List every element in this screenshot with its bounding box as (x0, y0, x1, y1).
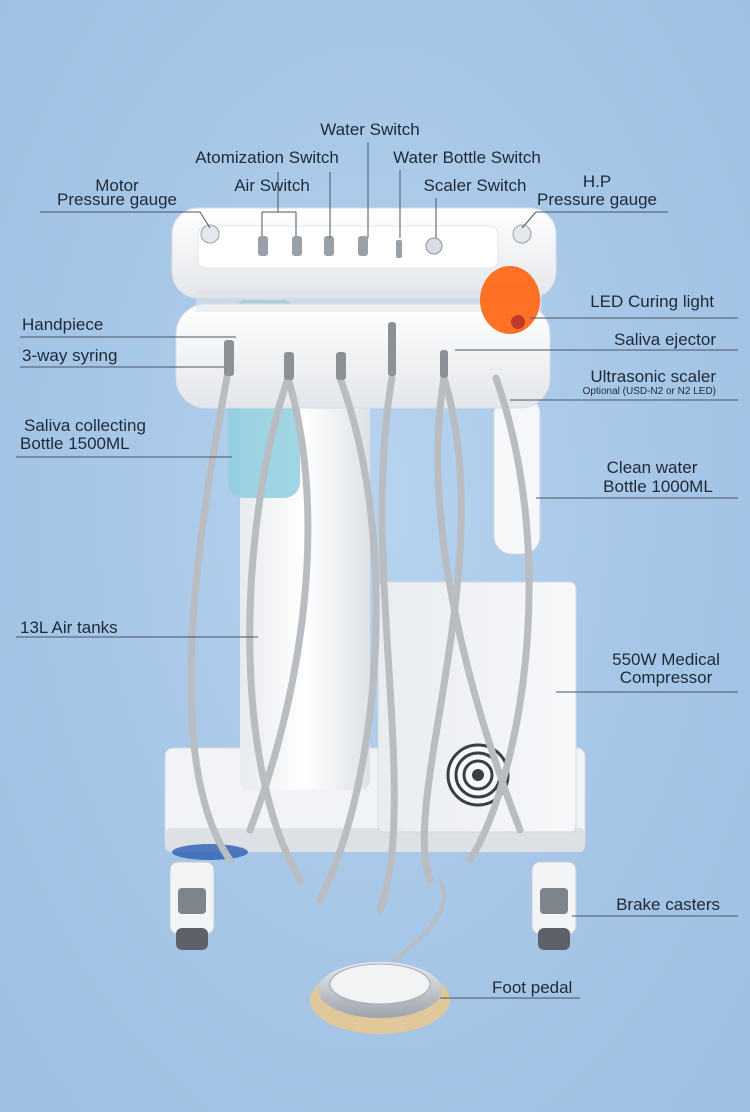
saliva-ejector-handpiece (440, 350, 448, 378)
label-water-switch: Water Switch (320, 120, 420, 139)
label-compressor-line2: Compressor (619, 668, 713, 687)
label-three-way-syring: 3-way syring (22, 346, 118, 365)
label-water-bottle-switch: Water Bottle Switch (393, 148, 541, 167)
label-compressor-line1: 550W Medical (612, 650, 720, 669)
water-switch-knob (358, 236, 368, 256)
label-clean-water-line2: Bottle 1000ML (603, 477, 713, 496)
label-led-curing-light: LED Curing light (590, 292, 714, 311)
syringe-handpiece (224, 340, 234, 376)
label-ultrasonic-scaler: Ultrasonic scaler (590, 367, 716, 386)
scaler-handpiece (388, 322, 396, 376)
label-saliva-bottle-line2: Bottle 1500ML (20, 434, 130, 453)
atomization-switch-knob (324, 236, 334, 256)
label-brake-casters: Brake casters (616, 895, 720, 914)
label-hp-line2: Pressure gauge (536, 190, 658, 209)
label-motor-line1: Motor (95, 176, 139, 195)
handpiece-1 (284, 352, 294, 380)
label-saliva-ejector: Saliva ejector (613, 330, 716, 349)
label-saliva-bottle-line1: Saliva collecting (24, 416, 146, 435)
water-bottle-switch-knob (396, 240, 402, 258)
label-foot-pedal: Foot pedal (492, 978, 573, 997)
label-air-tanks: 13L Air tanks (20, 618, 118, 637)
leader-lines (16, 142, 738, 999)
hose-bundle (187, 368, 533, 914)
label-ultrasonic-note: Optional (USD-N2 or N2 LED) (582, 386, 716, 397)
motor-gauge (200, 224, 220, 244)
label-clean-water-line1: Clean water (606, 458, 698, 477)
hp-gauge (512, 224, 532, 244)
brake-caster-left (169, 861, 215, 950)
air-switch-knob-2 (292, 236, 302, 256)
scaler-switch-knob (425, 237, 443, 255)
foot-pedal (310, 962, 450, 1034)
label-hp-line1: H.P (582, 172, 612, 191)
label-scaler-switch: Scaler Switch (423, 176, 527, 195)
label-atomization-switch: Atomization Switch (195, 148, 339, 167)
air-switch-knob-1 (258, 236, 268, 256)
label-handpiece: Handpiece (22, 315, 104, 334)
brake-caster-right (531, 861, 577, 950)
label-motor-line2: Pressure gauge (56, 190, 178, 209)
led-curing-light (480, 266, 540, 334)
handpiece-2 (336, 352, 346, 380)
label-air-switch: Air Switch (234, 176, 310, 195)
